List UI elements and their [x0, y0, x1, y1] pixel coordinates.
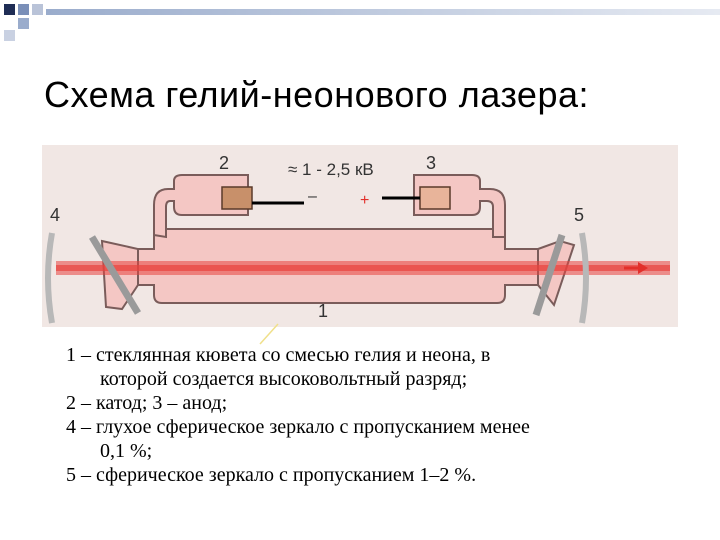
- legend-item-4-line2: 0,1 %;: [100, 440, 153, 462]
- legend-item-2: 2 – катод; 3 – анод;: [66, 391, 686, 415]
- deco-square: [4, 4, 15, 15]
- label-back-mirror-number: 4: [50, 205, 60, 225]
- legend-item-1: 1 – стеклянная кювета со смесью гелия и …: [66, 343, 686, 391]
- legend-item-4: 4 – глухое сферическое зеркало с пропуск…: [66, 415, 686, 463]
- label-output-mirror-number: 5: [574, 205, 584, 225]
- legend-item-2-text: 2 – катод; 3 – анод;: [66, 392, 228, 414]
- label-minus: –: [308, 188, 317, 205]
- label-plus: +: [360, 192, 369, 209]
- output-mirror: [579, 232, 589, 324]
- deco-square: [18, 4, 29, 15]
- label-tube-number: 1: [318, 301, 328, 321]
- deco-square: [32, 4, 43, 15]
- legend-item-1-line2: которой создается высоковольтный разряд;: [100, 368, 468, 390]
- laser-schematic: 2 ≈ 1 - 2,5 кВ 3 – + 4 5 1: [45, 153, 670, 324]
- deco-bar: [46, 9, 720, 15]
- cathode-electrode: [221, 186, 253, 210]
- legend-item-1-line1: 1 – стеклянная кювета со смесью гелия и …: [66, 344, 491, 366]
- output-arrow-icon: [624, 262, 648, 274]
- label-cathode-number: 2: [219, 153, 229, 173]
- anode-electrode: [419, 186, 451, 210]
- label-anode-number: 3: [426, 153, 436, 173]
- right-brewster-window: [532, 233, 566, 317]
- back-mirror: [45, 232, 55, 324]
- deco-square: [18, 18, 29, 29]
- deco-square: [4, 30, 15, 41]
- legend-item-5-text: 5 – сферическое зеркало с пропусканием 1…: [66, 464, 477, 486]
- pointer-line: [259, 323, 279, 345]
- laser-diagram: 2 ≈ 1 - 2,5 кВ 3 – + 4 5 1: [42, 145, 678, 327]
- legend: 1 – стеклянная кювета со смесью гелия и …: [66, 343, 686, 487]
- left-brewster-window: [89, 235, 141, 315]
- label-voltage: ≈ 1 - 2,5 кВ: [288, 160, 374, 179]
- laser-beam-core: [56, 265, 670, 271]
- slide-title: Схема гелий-неонового лазера:: [44, 74, 589, 115]
- legend-item-5: 5 – сферическое зеркало с пропусканием 1…: [66, 463, 686, 487]
- corner-decoration: [0, 0, 720, 60]
- legend-item-4-line1: 4 – глухое сферическое зеркало с пропуск…: [66, 416, 530, 438]
